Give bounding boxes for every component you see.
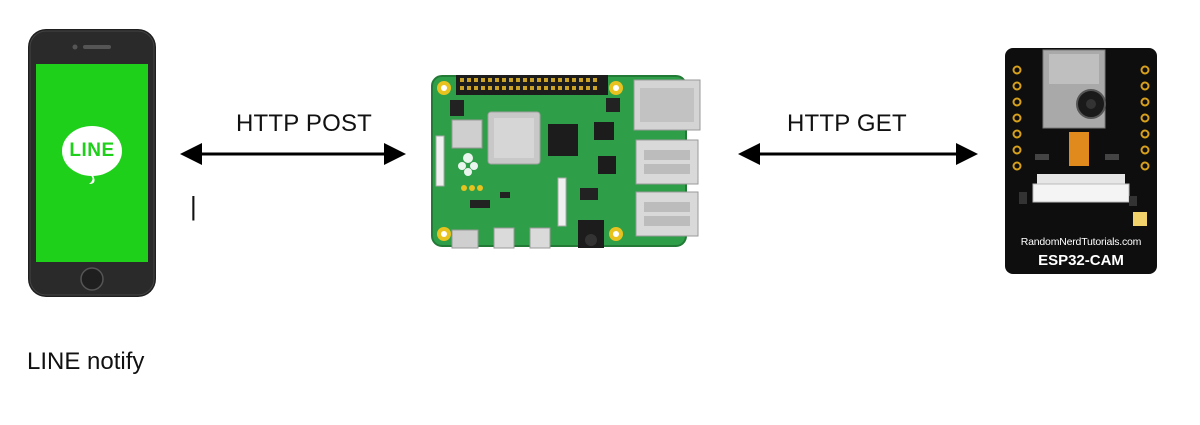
smartphone-graphic: [28, 29, 156, 297]
http-post-arrow: [180, 140, 406, 168]
esp32-board-name: ESP32-CAM: [1038, 252, 1124, 269]
http-get-label: HTTP GET: [787, 110, 907, 137]
smartphone: LINE: [27, 28, 157, 298]
line-notify-caption: LINE notify: [27, 348, 145, 375]
line-icon-text: LINE: [69, 140, 115, 161]
text-cursor: |: [190, 191, 197, 221]
http-get-arrow: [738, 140, 978, 168]
esp32-site-text: RandomNerdTutorials.com: [1020, 236, 1142, 248]
esp32-cam-board: RandomNerdTutorials.com ESP32-CAM: [1005, 48, 1160, 274]
http-post-label: HTTP POST: [236, 110, 373, 137]
raspberry-pi-board: [430, 72, 702, 250]
line-app-icon: LINE: [61, 124, 123, 186]
